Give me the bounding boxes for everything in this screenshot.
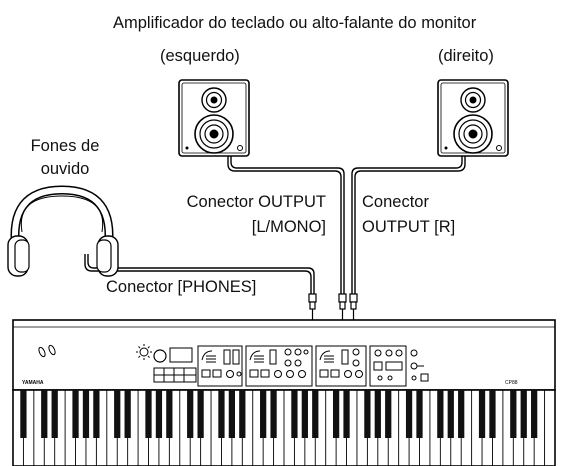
black-key — [114, 390, 120, 438]
black-key — [291, 390, 297, 438]
black-key — [72, 390, 78, 438]
black-key — [239, 390, 245, 438]
black-key — [229, 390, 235, 438]
speaker-cables — [228, 154, 465, 296]
black-key — [458, 390, 464, 438]
black-key — [343, 390, 349, 438]
black-key — [416, 390, 422, 438]
black-key — [489, 390, 495, 438]
black-key — [510, 390, 516, 438]
black-key — [270, 390, 276, 438]
black-key — [83, 390, 89, 438]
black-key — [187, 390, 193, 438]
black-key — [20, 390, 26, 438]
black-key — [41, 390, 47, 438]
black-key — [93, 390, 99, 438]
black-key — [437, 390, 443, 438]
black-key — [145, 390, 151, 438]
output-l-plug-icon — [339, 294, 346, 322]
brand-logo: YAMAHA — [22, 380, 44, 386]
black-key — [406, 390, 412, 438]
black-key — [218, 390, 224, 438]
headphones-icon — [8, 190, 118, 276]
black-key — [52, 390, 58, 438]
black-key — [260, 390, 266, 438]
black-key — [385, 390, 391, 438]
black-key — [125, 390, 131, 438]
model-badge: CP88 — [505, 380, 518, 386]
plug-icons — [309, 294, 357, 322]
right-speaker-icon — [438, 80, 508, 156]
black-key — [302, 390, 308, 438]
black-key — [156, 390, 162, 438]
black-key — [166, 390, 172, 438]
black-key — [312, 390, 318, 438]
black-key — [531, 390, 537, 438]
headphone-cable — [85, 254, 314, 296]
phones-plug-icon — [309, 294, 316, 322]
left-speaker-icon — [179, 80, 249, 156]
output-r-plug-icon — [350, 294, 357, 322]
black-key — [448, 390, 454, 438]
black-key — [375, 390, 381, 438]
black-key — [197, 390, 203, 438]
black-key — [333, 390, 339, 438]
black-key — [521, 390, 527, 438]
black-key — [364, 390, 370, 438]
black-key — [479, 390, 485, 438]
